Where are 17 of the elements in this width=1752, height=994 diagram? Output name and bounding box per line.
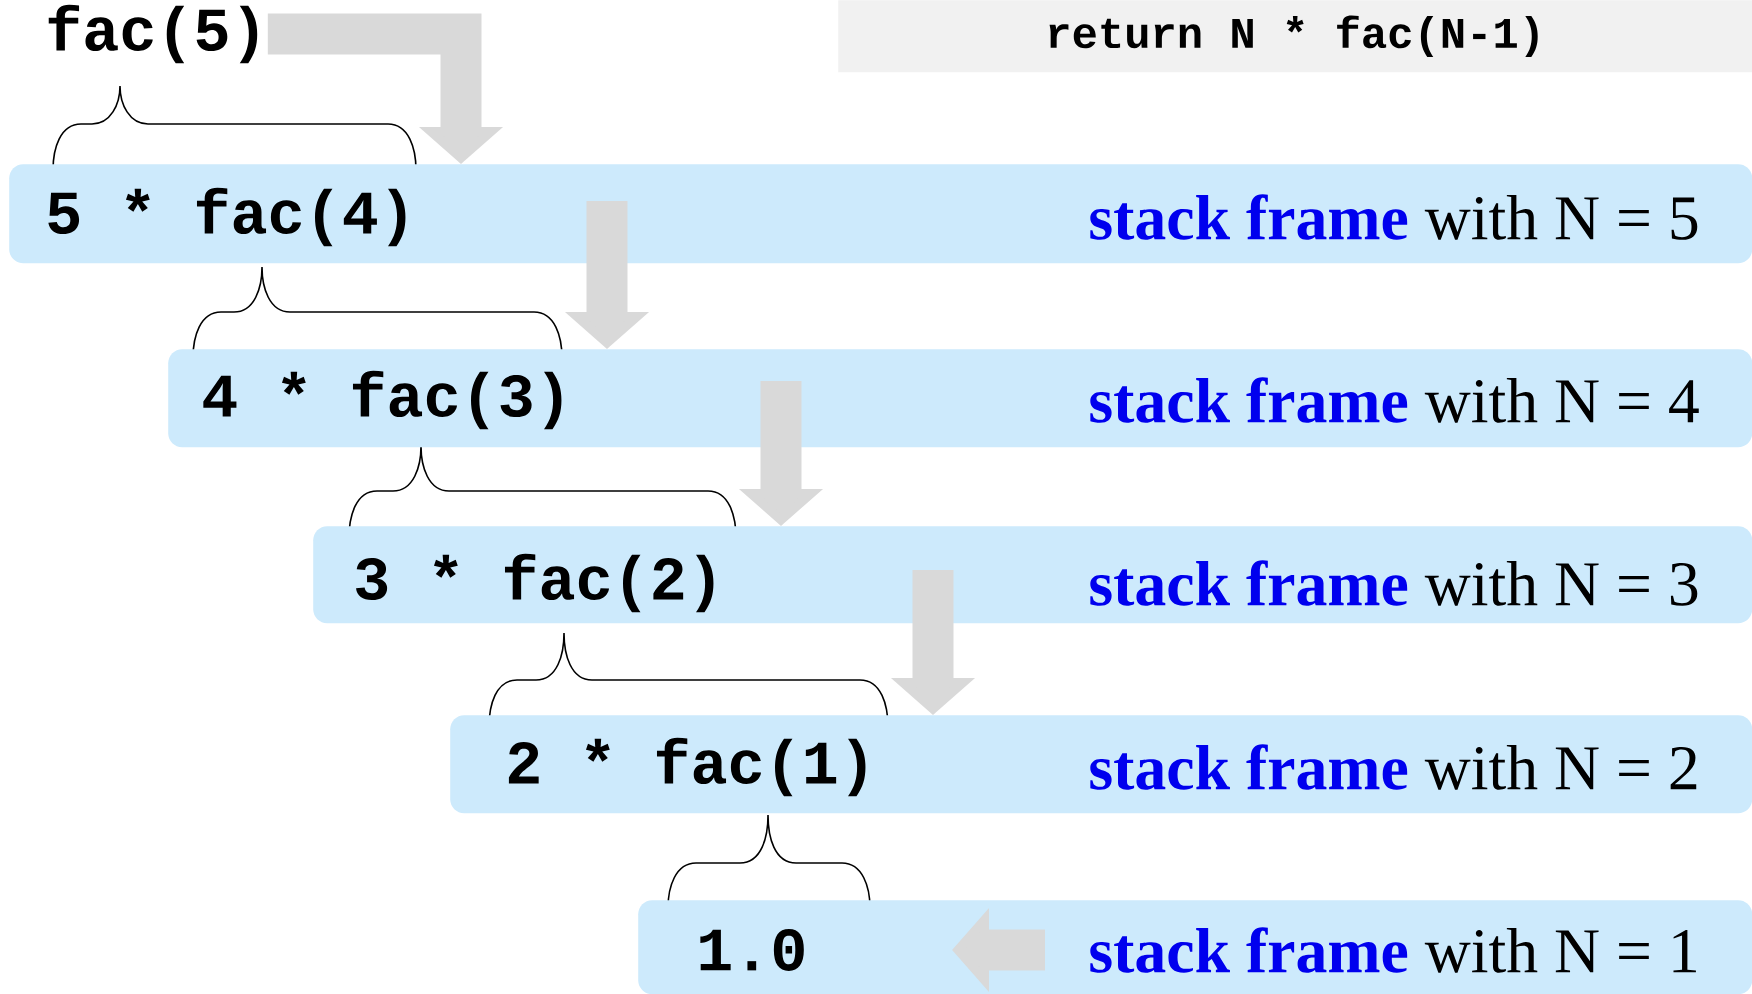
frame-label: stack frame with N = 4	[1090, 377, 1699, 423]
stack-frame-band	[450, 715, 1752, 814]
stack-frame-band	[168, 349, 1752, 448]
code-expression: 2 * fac(1)	[508, 737, 866, 797]
code-expression: 1.0	[700, 929, 804, 971]
code-expression: fac(5)	[48, 4, 258, 64]
stack-frame-band	[638, 900, 1752, 994]
frame-label: stack frame with N = 5	[1090, 194, 1698, 240]
frame-label: stack frame with N = 1	[1090, 927, 1696, 973]
code-box: return N * fac(N-1)	[838, 0, 1752, 73]
frame-label: stack frame with N = 3	[1090, 560, 1698, 606]
code-expression: 3 * fac(2)	[356, 553, 714, 613]
code-expression: 5 * fac(4)	[48, 187, 406, 247]
stack-frame-band	[313, 526, 1752, 624]
code-expression: 4 * fac(3)	[203, 370, 562, 430]
frame-label: stack frame with N = 2	[1090, 744, 1697, 790]
stack-frame-band	[9, 164, 1752, 264]
